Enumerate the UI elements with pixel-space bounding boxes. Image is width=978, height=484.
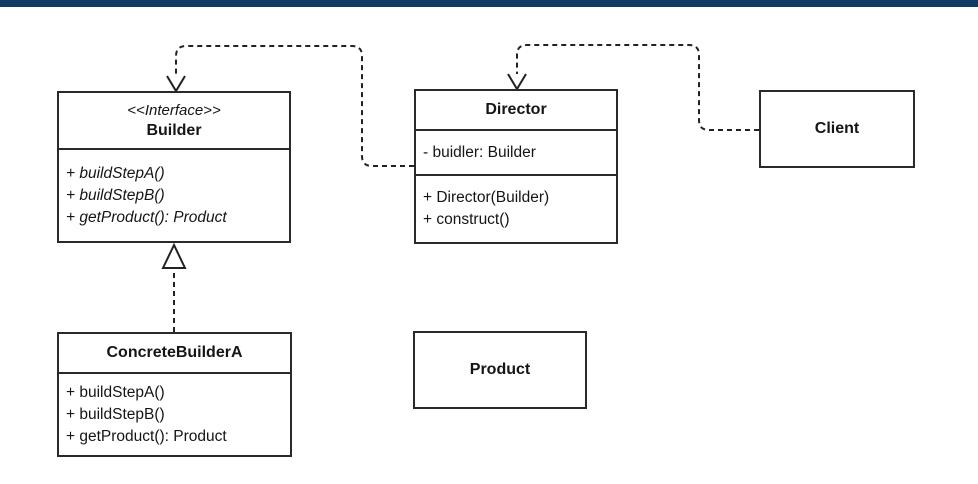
class-name: Product: [469, 361, 531, 378]
method-item: + getProduct(): Product: [66, 427, 227, 445]
class-name: Client: [814, 120, 860, 137]
method-item: + construct(): [423, 211, 510, 228]
methods-section-director: + Director(Builder) + construct(): [416, 174, 616, 242]
hollow-triangle-arrowhead-into-builder: [161, 242, 187, 269]
class-header-director: Director: [416, 91, 616, 129]
methods-section-builder: + buildStepA() + buildStepB() + getProdu…: [59, 148, 289, 241]
method-item: + buildStepB(): [66, 405, 165, 423]
open-arrowhead-into-director: [507, 73, 527, 91]
window-top-bar: [0, 0, 978, 7]
class-box-client: Client: [759, 90, 915, 168]
class-header-concretebuildera: ConcreteBuilderA: [59, 334, 290, 372]
open-arrowhead-into-builder: [166, 75, 186, 93]
method-item: + buildStepB(): [66, 186, 165, 204]
method-item: + Director(Builder): [423, 189, 550, 206]
class-name: Director: [485, 101, 547, 118]
class-box-product: Product: [413, 331, 587, 409]
stereotype-label: <<Interface>>: [127, 101, 221, 119]
method-item: + buildStepA(): [66, 383, 165, 401]
class-box-builder: <<Interface>> Builder + buildStepA() + b…: [57, 91, 291, 243]
attribute-item: - buidler: Builder: [423, 143, 536, 161]
class-header-builder: <<Interface>> Builder: [59, 93, 289, 148]
class-name: Builder: [146, 121, 202, 139]
method-item: + getProduct(): Product: [66, 208, 227, 226]
class-box-director: Director - buidler: Builder + Director(B…: [414, 89, 618, 244]
class-name: ConcreteBuilderA: [106, 344, 243, 361]
methods-section-concretebuildera: + buildStepA() + buildStepB() + getProdu…: [59, 372, 290, 455]
attributes-section-director: - buidler: Builder: [416, 129, 616, 174]
method-item: + buildStepA(): [66, 164, 165, 182]
class-box-concretebuildera: ConcreteBuilderA + buildStepA() + buildS…: [57, 332, 292, 457]
